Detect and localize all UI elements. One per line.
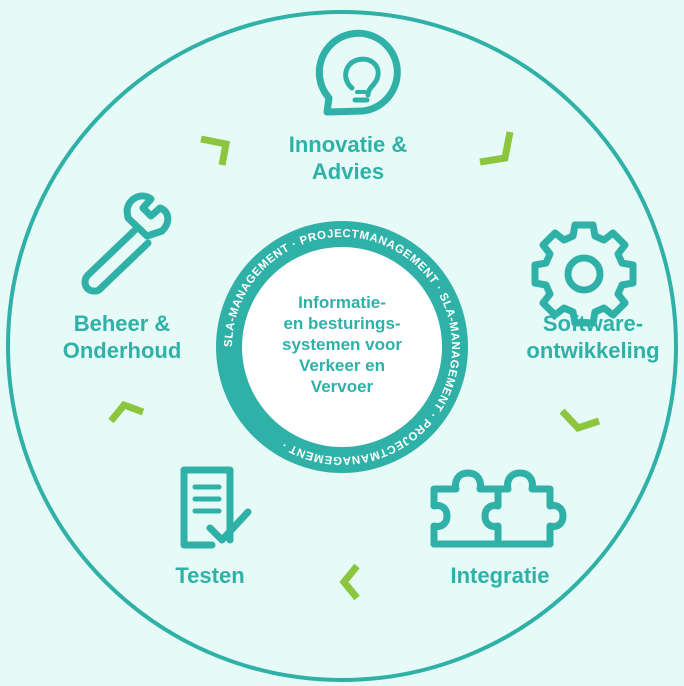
puzzle-icon — [430, 469, 567, 548]
label-innovatie: Innovatie & Advies — [288, 132, 408, 184]
lightbulb-speech-icon — [315, 29, 401, 116]
label-beheer: Beheer & Onderhoud — [62, 311, 182, 363]
checklist-icon — [180, 466, 252, 549]
center-disc — [242, 247, 442, 447]
gear-icon — [531, 221, 637, 327]
wrench-icon — [81, 192, 172, 295]
label-testen: Testen — [175, 563, 245, 588]
arrow-3 — [559, 408, 601, 433]
arrow-5 — [108, 400, 145, 424]
center-title: Informatie- en besturings- systemen voor… — [282, 293, 402, 396]
label-integratie: Integratie — [450, 563, 550, 588]
arrow-1 — [200, 135, 231, 166]
arrow-4 — [339, 563, 360, 601]
label-software: Software- ontwikkeling — [526, 311, 660, 363]
arrow-2 — [479, 131, 514, 166]
